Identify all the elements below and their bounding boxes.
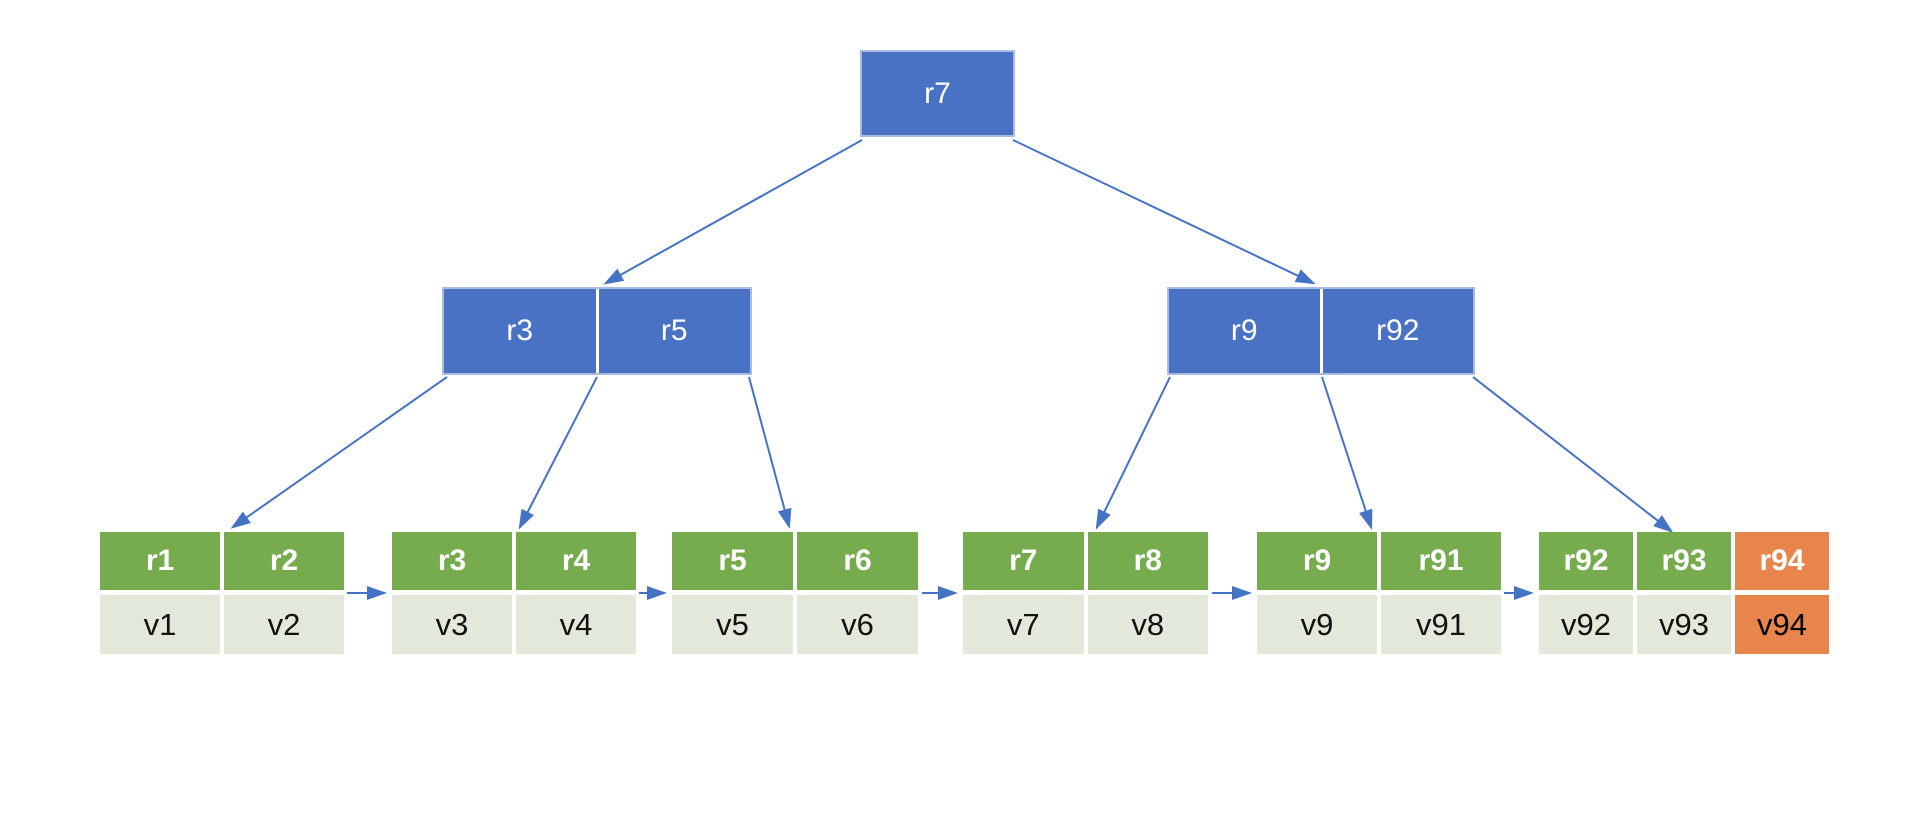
leaf-1-key-2: r2 [224,532,344,590]
edge-left-node-to-leaf1 [230,376,448,529]
leaf-2-value-row: v3 v4 [392,595,636,654]
leaf-3-value-row: v5 v6 [672,595,918,654]
leaf-4-key-2: r8 [1087,532,1208,590]
leaf-node-4: r7 r8 v7 v8 [963,532,1208,654]
leaf-1-value-row: v1 v2 [100,595,344,654]
edge-left-node-to-leaf2 [518,376,598,530]
leaf-node-6: r92 r93 r94 v92 v93 v94 [1539,532,1829,654]
leaf-6-key-3-highlighted: r94 [1735,532,1829,590]
leaf-1-value-2: v2 [224,595,344,654]
leaf-4-key-1: r7 [963,532,1084,590]
leaf-6-value-row: v92 v93 v94 [1539,595,1829,654]
leaf-5-value-2: v91 [1381,595,1501,654]
internal-left-key-1: r3 [444,289,596,373]
leaf-4-value-2: v8 [1087,595,1208,654]
edge-right-node-to-leaf4 [1095,376,1171,530]
edge-right-node-to-leaf6 [1472,376,1674,533]
leaf-6-key-row: r92 r93 r94 [1539,532,1829,590]
leaf-1-value-1: v1 [100,595,220,654]
leaf-node-3: r5 r6 v5 v6 [672,532,918,654]
edge-right-node-to-leaf5 [1321,376,1373,530]
leaf-node-5: r9 r91 v9 v91 [1257,532,1501,654]
leaf-5-value-row: v9 v91 [1257,595,1501,654]
leaf-2-key-1: r3 [392,532,512,590]
internal-node-right: r9 r92 [1167,287,1475,375]
root-node: r7 [860,50,1015,137]
leaf-6-key-1: r92 [1539,532,1633,590]
internal-node-left: r3 r5 [442,287,752,375]
leaf-2-value-2: v4 [516,595,636,654]
leaf-3-key-row: r5 r6 [672,532,918,590]
leaf-2-key-2: r4 [516,532,636,590]
leaf-2-value-1: v3 [392,595,512,654]
leaf-5-key-row: r9 r91 [1257,532,1501,590]
leaf-6-key-2: r93 [1637,532,1731,590]
leaf-5-key-2: r91 [1381,532,1501,590]
leaf-4-value-row: v7 v8 [963,595,1208,654]
leaf-6-value-3-highlighted: v94 [1735,595,1829,654]
root-node-key: r7 [862,52,1013,135]
internal-left-key-2: r5 [598,289,750,373]
leaf-2-key-row: r3 r4 [392,532,636,590]
edge-root-to-right-node [1012,139,1316,285]
leaf-1-key-row: r1 r2 [100,532,344,590]
leaf-1-key-1: r1 [100,532,220,590]
leaf-3-value-1: v5 [672,595,793,654]
leaf-6-value-2: v93 [1637,595,1731,654]
internal-right-key-2: r92 [1322,289,1473,373]
internal-right-key-1: r9 [1169,289,1320,373]
edge-root-to-left-node [603,139,863,285]
leaf-3-value-2: v6 [797,595,918,654]
leaf-5-key-1: r9 [1257,532,1377,590]
leaf-4-value-1: v7 [963,595,1084,654]
leaf-5-value-1: v9 [1257,595,1377,654]
leaf-node-1: r1 r2 v1 v2 [100,532,344,654]
leaf-node-2: r3 r4 v3 v4 [392,532,636,654]
edge-left-node-to-leaf3 [748,376,792,529]
leaf-3-key-2: r6 [797,532,918,590]
leaf-4-key-row: r7 r8 [963,532,1208,590]
leaf-6-value-1: v92 [1539,595,1633,654]
leaf-3-key-1: r5 [672,532,793,590]
